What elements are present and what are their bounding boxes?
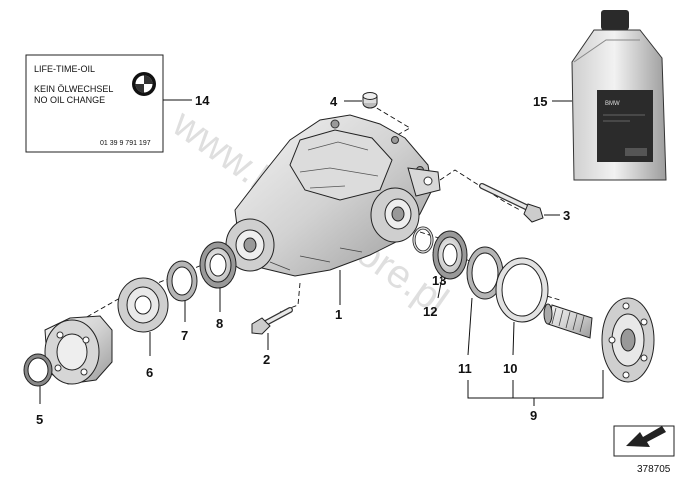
- callout-4[interactable]: 4: [330, 94, 338, 109]
- callout-3[interactable]: 3: [563, 208, 570, 223]
- oil-bottle[interactable]: BMW: [571, 10, 667, 181]
- shaft-seal-right[interactable]: [432, 230, 468, 280]
- bmw-logo-icon: [132, 72, 156, 96]
- shaft-seal-left[interactable]: [199, 241, 237, 289]
- spacer-ring-left[interactable]: [166, 260, 198, 302]
- o-ring-right[interactable]: [412, 226, 434, 254]
- sticker-part-number: 01 39 9 791 197: [100, 140, 151, 147]
- small-seal-ring[interactable]: [23, 353, 53, 387]
- sticker-line-1: LIFE-TIME-OIL: [34, 64, 95, 74]
- diagram-id: 378705: [637, 464, 671, 475]
- view-direction-box: [613, 425, 675, 457]
- output-flange-left[interactable]: [44, 315, 113, 385]
- callout-12[interactable]: 12: [423, 304, 437, 319]
- callout-7[interactable]: 7: [181, 328, 188, 343]
- spacer-ring-right[interactable]: [466, 246, 504, 300]
- callout-15[interactable]: 15: [533, 94, 547, 109]
- sticker-line-3: NO OIL CHANGE: [34, 95, 105, 105]
- rear-differential-housing[interactable]: [225, 114, 441, 277]
- callout-6[interactable]: 6: [146, 365, 153, 380]
- short-bolt[interactable]: [251, 307, 293, 335]
- breather-cap[interactable]: [362, 92, 378, 109]
- cover-plate-left[interactable]: [117, 277, 169, 333]
- sticker-line-2: KEIN ÖLWECHSEL: [34, 84, 113, 94]
- callout-2[interactable]: 2: [263, 352, 270, 367]
- long-bolt[interactable]: [479, 183, 544, 223]
- output-shaft-flange[interactable]: [543, 297, 655, 383]
- life-time-oil-sticker[interactable]: LIFE-TIME-OIL KEIN ÖLWECHSEL NO OIL CHAN…: [25, 54, 164, 153]
- callout-8[interactable]: 8: [216, 316, 223, 331]
- bottle-label-text: BMW: [605, 101, 620, 107]
- callout-10[interactable]: 10: [503, 361, 517, 376]
- callout-11[interactable]: 11: [458, 361, 472, 376]
- callout-14[interactable]: 14: [195, 93, 210, 108]
- callout-9[interactable]: 9: [530, 408, 537, 423]
- view-arrow-icon: [626, 426, 666, 447]
- callout-1[interactable]: 1: [335, 307, 342, 322]
- callout-5[interactable]: 5: [36, 412, 43, 427]
- shim-ring-large[interactable]: [495, 257, 549, 323]
